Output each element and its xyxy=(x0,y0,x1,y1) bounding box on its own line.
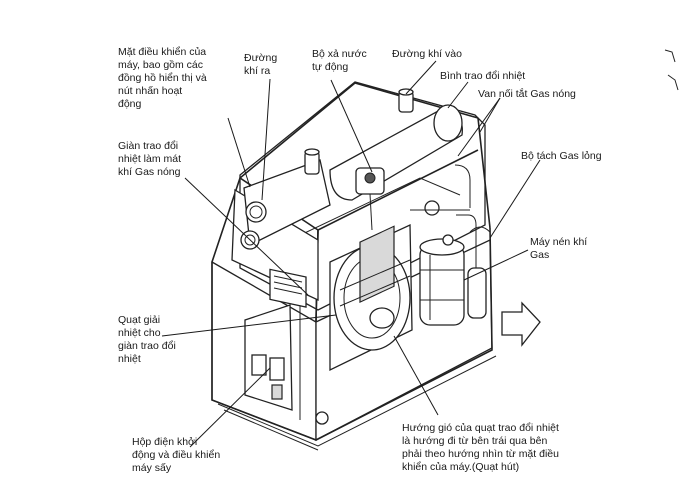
label-air-outlet: Đường khí ra xyxy=(244,52,278,77)
separator-drawing xyxy=(410,164,491,319)
label-auto-drain: Bộ xả nước tự động xyxy=(312,48,367,73)
label-liquid-separator: Bộ tách Gas lỏng xyxy=(521,150,602,162)
background-frame xyxy=(664,49,679,91)
label-hot-gas-valve: Van nối tắt Gas nóng xyxy=(478,88,576,100)
label-airflow-note: Hướng gió của quạt trao đổi nhiệt là hướ… xyxy=(402,422,559,473)
leader-lines xyxy=(161,60,541,448)
label-compressor: Máy nén khí Gas xyxy=(530,236,588,261)
label-electrical-box: Hộp điện khởi động và điều khiển máy sấy xyxy=(132,436,221,474)
label-condenser: Giàn trao đổi nhiệt làm mát khí Gas nóng xyxy=(118,140,182,178)
control-panel-drawing xyxy=(231,159,331,308)
label-heat-exchanger: Bình trao đổi nhiệt xyxy=(440,70,526,82)
air-pipes xyxy=(304,88,414,175)
electrical-box-drawing xyxy=(244,304,329,425)
fan-drawing xyxy=(329,223,413,372)
compressor-drawing xyxy=(419,238,465,326)
label-air-inlet: Đường khí vào xyxy=(392,48,462,60)
label-fan: Quạt giải nhiệt cho giàn trao đổi nhiệt xyxy=(118,314,176,365)
label-control-panel: Mặt điều khiển của máy, bao gồm các đồng… xyxy=(118,46,207,110)
airflow-arrow xyxy=(501,301,541,347)
